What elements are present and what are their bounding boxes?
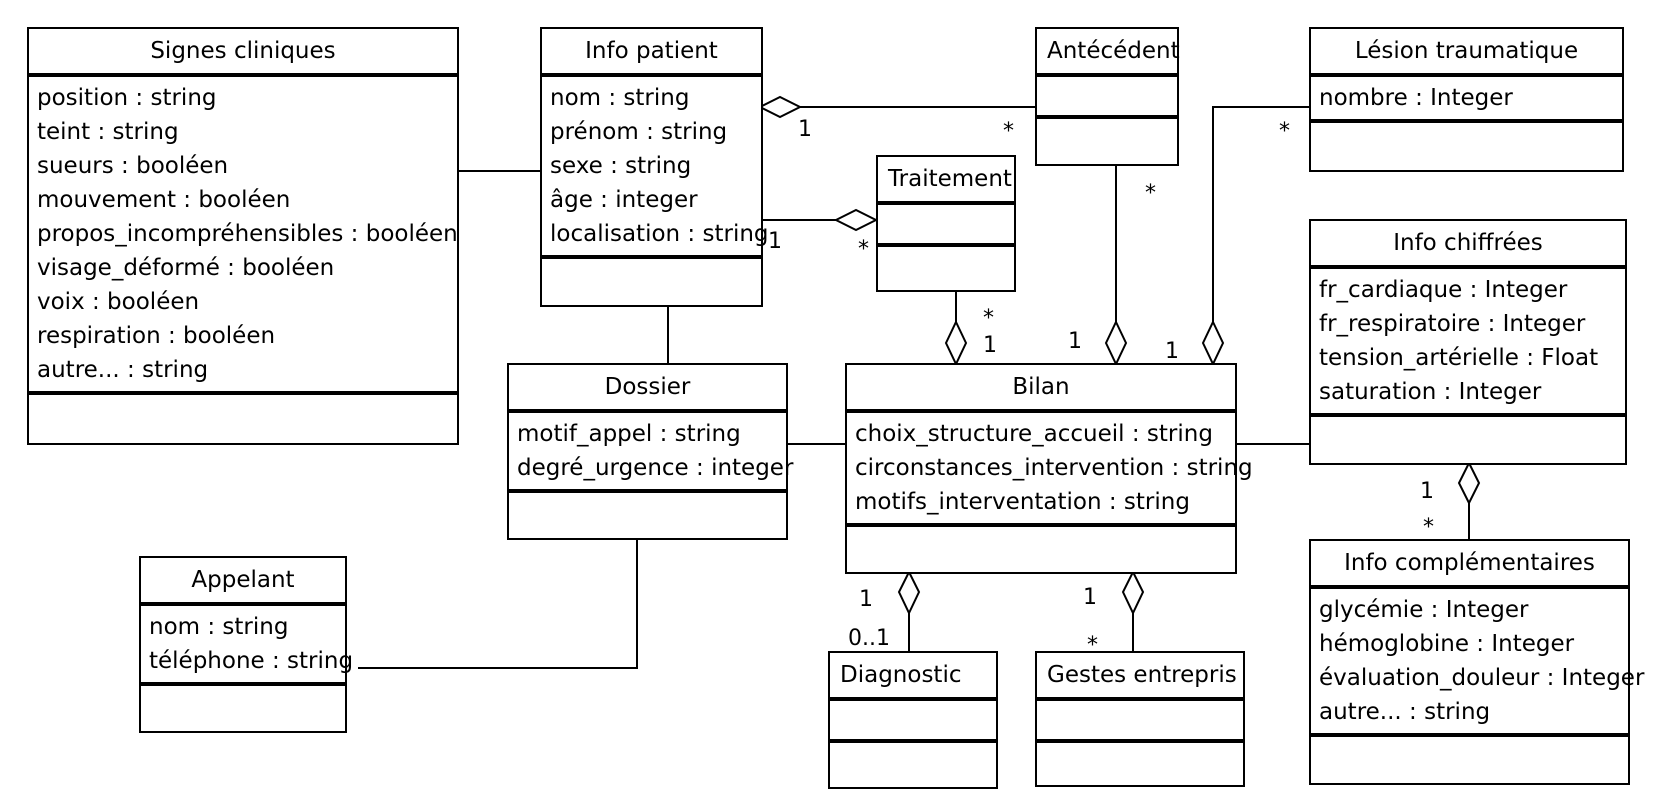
class-attributes: position : string teint : string sueurs … — [29, 77, 458, 395]
mult-patient-antecedent-from: 1 — [798, 117, 812, 142]
class-lesion-traumatique[interactable]: Lésion traumatique nombre : Integer — [1309, 27, 1624, 172]
attribute: fr_respiratoire : Integer — [1319, 311, 1586, 337]
class-info-complementaires[interactable]: Info complémentaires glycémie : Integer … — [1309, 539, 1645, 785]
mult-lesion-bilan-to: 1 — [1165, 339, 1179, 364]
class-info-patient[interactable]: Info patient nom : string prénom : strin… — [540, 27, 769, 307]
attribute: choix_structure_accueil : string — [855, 421, 1213, 447]
attribute: tension_artérielle : Float — [1319, 345, 1599, 371]
mult-diagnostic-bilan-from: 0..1 — [848, 626, 890, 651]
class-attributes — [1037, 701, 1243, 743]
attribute: nom : string — [149, 614, 289, 640]
mult-gestes-bilan-to: 1 — [1083, 585, 1097, 610]
class-attributes: glycémie : Integer hémoglobine : Integer… — [1311, 589, 1645, 737]
class-name: Traitement — [878, 157, 1014, 205]
attribute: autre... : string — [37, 357, 209, 383]
attribute: hémoglobine : Integer — [1319, 631, 1575, 657]
mult-traitement-bilan-to: 1 — [983, 333, 997, 358]
attribute: teint : string — [37, 119, 179, 145]
aggregation-diamond-bilan-traitement — [944, 319, 968, 367]
class-attributes: choix_structure_accueil : string circons… — [847, 413, 1253, 527]
attribute: mouvement : booléen — [37, 187, 291, 213]
aggregation-diamond-bilan-diagnostic — [897, 569, 921, 616]
class-name: Appelant — [141, 558, 345, 606]
class-appelant[interactable]: Appelant nom : string téléphone : string — [139, 556, 354, 733]
attribute: motif_appel : string — [517, 421, 741, 447]
class-signes-cliniques[interactable]: Signes cliniques position : string teint… — [27, 27, 459, 445]
attribute: localisation : string — [550, 221, 769, 247]
class-name: Dossier — [509, 365, 786, 413]
class-diagnostic[interactable]: Diagnostic — [828, 651, 998, 789]
class-info-chiffrees[interactable]: Info chiffrées fr_cardiaque : Integer fr… — [1309, 219, 1627, 465]
class-attributes: nom : string téléphone : string — [141, 606, 354, 686]
class-name: Signes cliniques — [29, 29, 457, 77]
attribute: motifs_interventation : string — [855, 489, 1190, 515]
mult-lesion-bilan-from: * — [1279, 119, 1290, 144]
mult-diagnostic-bilan-to: 1 — [859, 587, 873, 612]
attribute: nombre : Integer — [1319, 85, 1513, 111]
attribute: fr_cardiaque : Integer — [1319, 277, 1568, 303]
aggregation-diamond-bilan-gestes — [1121, 569, 1145, 616]
attribute: saturation : Integer — [1319, 379, 1542, 405]
class-name: Diagnostic — [830, 653, 996, 701]
attribute: degré_urgence : integer — [517, 455, 794, 481]
class-antecedent[interactable]: Antécédent — [1035, 27, 1180, 166]
attribute: visage_déformé : booléen — [37, 255, 335, 281]
attribute: autre... : string — [1319, 699, 1491, 725]
attribute: position : string — [37, 85, 217, 111]
mult-patient-traitement-to: * — [858, 237, 869, 262]
attribute: glycémie : Integer — [1319, 597, 1529, 623]
class-attributes: fr_cardiaque : Integer fr_respiratoire :… — [1311, 269, 1625, 417]
class-gestes-entrepris[interactable]: Gestes entrepris — [1035, 651, 1245, 787]
aggregation-diamond-traitement — [833, 208, 879, 232]
attribute: prénom : string — [550, 119, 728, 145]
class-name: Info complémentaires — [1311, 541, 1628, 589]
class-dossier[interactable]: Dossier motif_appel : string degré_urgen… — [507, 363, 794, 540]
attribute: propos_incompréhensibles : booléen — [37, 221, 458, 247]
line-lesion-bilan — [1212, 106, 1309, 322]
attribute: âge : integer — [550, 187, 698, 213]
class-name: Info patient — [542, 29, 761, 77]
class-name: Lésion traumatique — [1311, 29, 1622, 77]
attribute: évaluation_douleur : Integer — [1319, 665, 1645, 691]
attribute: respiration : booléen — [37, 323, 276, 349]
attribute: voix : booléen — [37, 289, 200, 315]
class-name: Antécédent — [1037, 29, 1180, 77]
class-traitement[interactable]: Traitement — [876, 155, 1016, 292]
line-appelant-dossier — [358, 538, 638, 669]
aggregation-diamond-patient — [757, 95, 803, 119]
class-attributes — [1037, 77, 1177, 119]
class-attributes — [830, 701, 996, 743]
mult-traitement-bilan-from: * — [983, 306, 994, 331]
attribute: nom : string — [550, 85, 690, 111]
attribute: sueurs : booléen — [37, 153, 229, 179]
class-attributes: motif_appel : string degré_urgence : int… — [509, 413, 794, 493]
attribute: téléphone : string — [149, 648, 354, 674]
mult-complementaires-chiffrees-to: 1 — [1420, 479, 1434, 504]
attribute: circonstances_intervention : string — [855, 455, 1253, 481]
mult-gestes-bilan-from: * — [1087, 633, 1098, 658]
aggregation-diamond-bilan-antecedent — [1104, 319, 1128, 367]
aggregation-diamond-chiffrees — [1457, 460, 1481, 506]
class-name: Info chiffrées — [1311, 221, 1625, 269]
attribute: sexe : string — [550, 153, 692, 179]
class-attributes — [878, 205, 1014, 247]
mult-patient-traitement-from: 1 — [768, 229, 782, 254]
class-name: Bilan — [847, 365, 1235, 413]
mult-antecedent-bilan-to: 1 — [1068, 329, 1082, 354]
mult-patient-antecedent-to: * — [1003, 119, 1014, 144]
mult-antecedent-bilan-from: * — [1145, 181, 1156, 206]
aggregation-diamond-bilan-lesion — [1201, 319, 1225, 367]
class-attributes: nom : string prénom : string sexe : stri… — [542, 77, 769, 259]
class-name: Gestes entrepris — [1037, 653, 1243, 701]
mult-complementaires-chiffrees-from: * — [1423, 515, 1434, 540]
class-bilan[interactable]: Bilan choix_structure_accueil : string c… — [845, 363, 1253, 574]
class-attributes: nombre : Integer — [1311, 77, 1622, 123]
